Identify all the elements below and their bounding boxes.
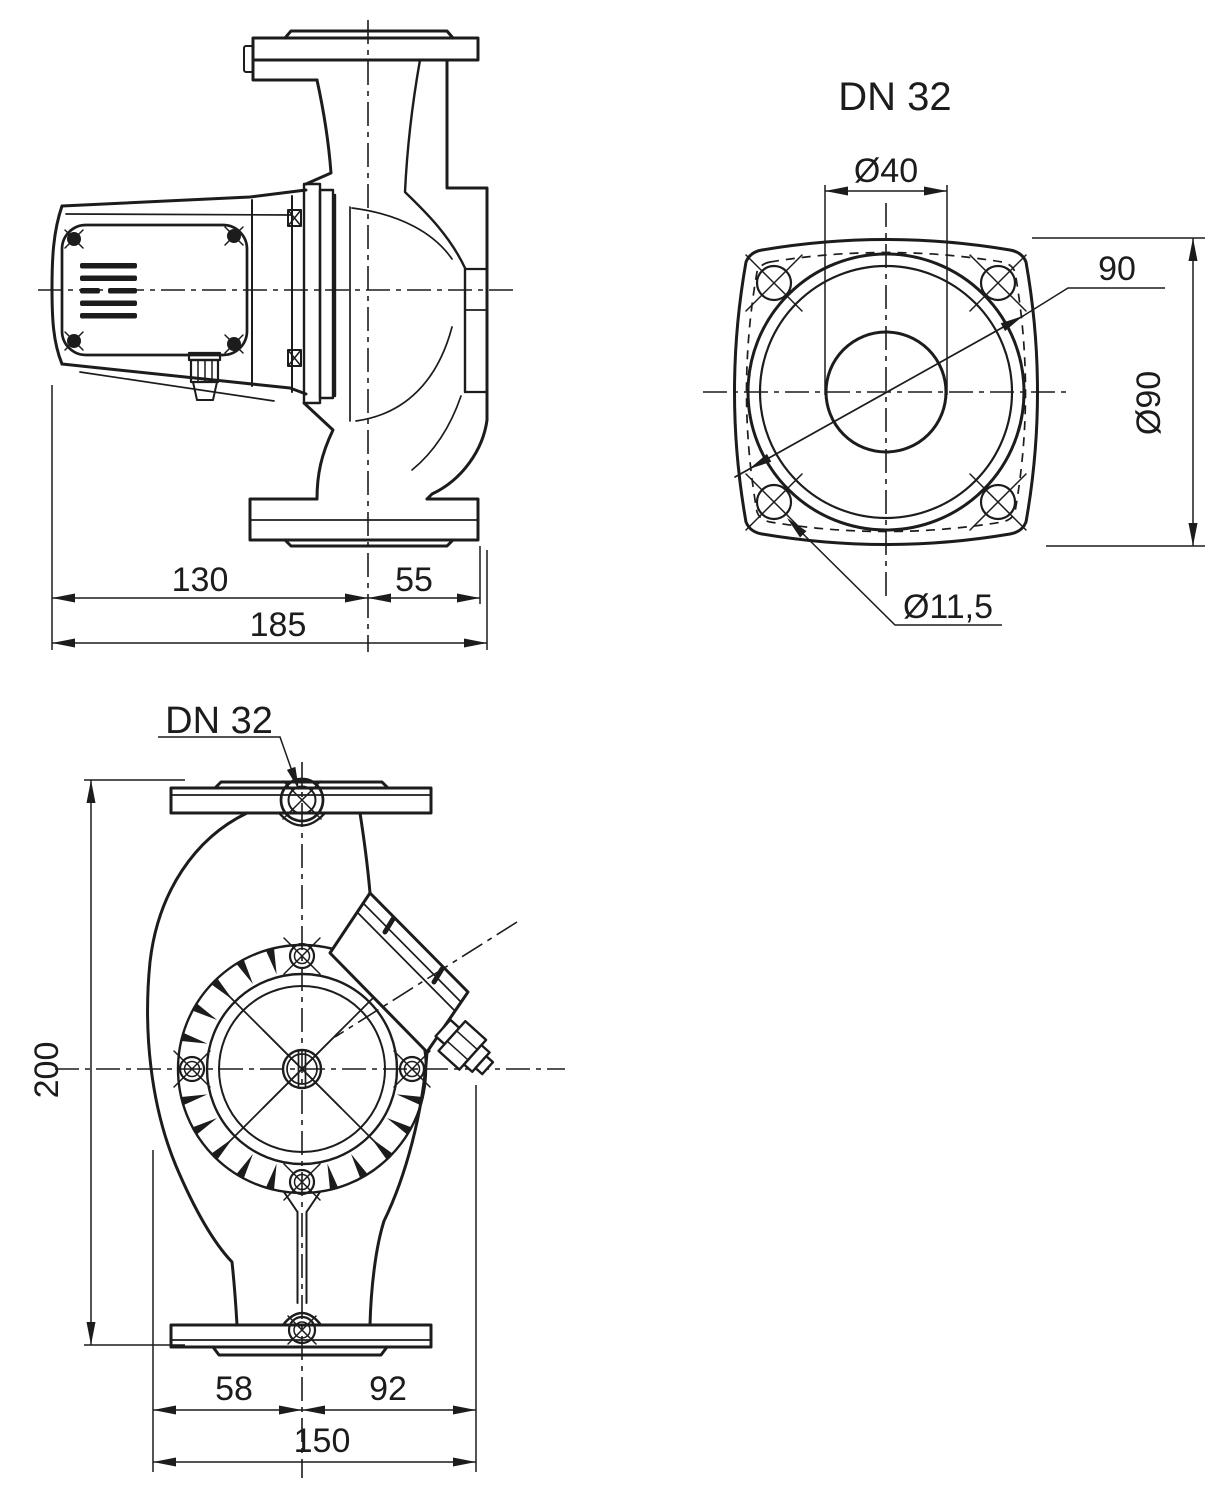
side-view: 130 55 185 (38, 20, 515, 652)
dim-d40-label: Ø40 (854, 152, 918, 190)
raised-face-circle (746, 252, 1026, 532)
dim-130-label: 130 (172, 561, 229, 599)
terminal-cover (60, 223, 249, 357)
side-motor (50, 188, 308, 402)
vent-slots (80, 263, 137, 319)
side-dimensions: 130 55 185 (51, 385, 488, 650)
shaft-center (262, 1029, 342, 1109)
side-top-flange (243, 29, 480, 82)
side-casing (302, 58, 489, 501)
side-bottom-flange (248, 497, 480, 548)
top-dn-label: DN 32 (165, 700, 273, 742)
clamp-bolt (287, 209, 302, 367)
dim-200-label: 200 (28, 1042, 66, 1099)
dim-flange-outer: Ø90 (1032, 237, 1205, 547)
dim-bolt-hole-leader: Ø11,5 (787, 518, 1002, 626)
dim-bore: Ø40 (824, 152, 948, 395)
cooling-fins (180, 947, 424, 1191)
housing-bolt (173, 937, 431, 1201)
flange-square-outline (733, 238, 1039, 546)
bolt-hole (745, 254, 1027, 531)
flange-hidden-contour (745, 251, 1027, 533)
dim-55-label: 55 (395, 561, 433, 599)
flange-dn-label: DN 32 (838, 75, 951, 119)
dim-150-label: 150 (294, 1422, 351, 1460)
dim-d115-label: Ø11,5 (903, 588, 993, 626)
port-flange-bolt-top (277, 777, 327, 827)
top-view: DN 32 200 58 92 150 (28, 700, 565, 1478)
gasket-circle (758, 264, 1014, 520)
dim-185-label: 185 (250, 606, 307, 644)
bore-circle (824, 330, 948, 454)
dim-200: 200 (28, 779, 185, 1346)
cable-gland-top (434, 1018, 495, 1076)
dim-bolt-diagonal: 90 (734, 250, 1165, 478)
dim-width-group: 58 92 150 (152, 1085, 477, 1472)
dim-90-label: 90 (1098, 250, 1136, 288)
top-flange-lower (169, 1323, 433, 1357)
port-flange-bolt-bottom (281, 1311, 323, 1345)
bottom-neck (283, 1191, 321, 1304)
dim-d90-label: Ø90 (1130, 371, 1168, 435)
terminal-box (328, 891, 518, 1076)
dim-92-label: 92 (369, 1370, 407, 1408)
cover-screw (64, 226, 244, 354)
flange-face-view: Ø40 90 Ø90 Ø11,5 DN 32 (703, 75, 1205, 626)
dim-58-label: 58 (215, 1370, 253, 1408)
top-dn-callout: DN 32 (158, 700, 299, 790)
cable-gland-side (187, 351, 222, 401)
